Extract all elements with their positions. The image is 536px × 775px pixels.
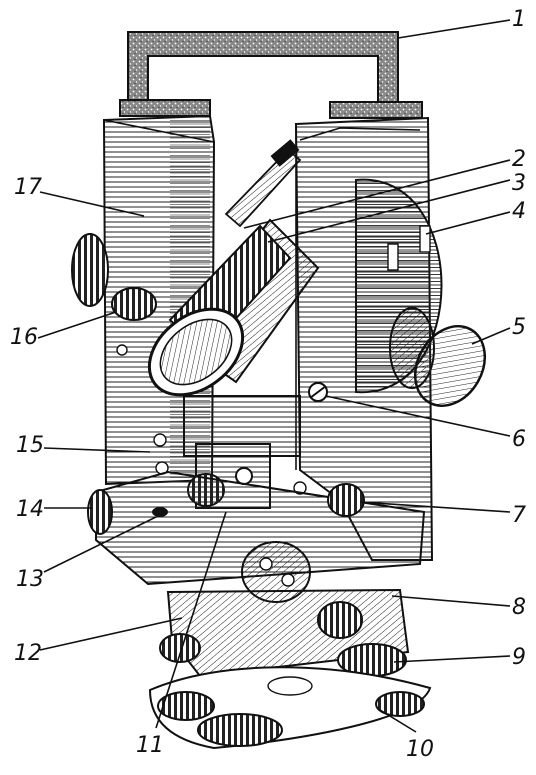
adjust-screw xyxy=(308,382,328,402)
label-4: 4 xyxy=(512,199,526,224)
label-6: 6 xyxy=(512,427,526,452)
label-3: 3 xyxy=(512,171,526,196)
label-1: 1 xyxy=(512,7,526,32)
label-13: 13 xyxy=(16,567,44,592)
telescope xyxy=(147,139,320,397)
label-2: 2 xyxy=(512,147,526,172)
alidade xyxy=(87,470,426,603)
label-9: 9 xyxy=(512,645,526,670)
illumination-mirror xyxy=(389,307,487,407)
part-labels: 1 2 3 4 5 6 7 8 9 10 11 12 13 14 15 16 1… xyxy=(10,7,526,762)
tribrach xyxy=(148,588,432,750)
carrying-handle xyxy=(119,31,423,119)
level-vials xyxy=(387,225,431,271)
left-knobs xyxy=(71,233,157,356)
label-5: 5 xyxy=(512,315,526,340)
label-10: 10 xyxy=(406,737,434,762)
label-8: 8 xyxy=(512,595,526,620)
label-12: 12 xyxy=(14,641,42,666)
label-17: 17 xyxy=(14,175,42,200)
label-15: 15 xyxy=(16,433,44,458)
label-14: 14 xyxy=(16,497,44,522)
label-16: 16 xyxy=(10,325,38,350)
label-11: 11 xyxy=(136,733,164,758)
label-7: 7 xyxy=(512,503,526,528)
leader-lines xyxy=(37,19,511,733)
